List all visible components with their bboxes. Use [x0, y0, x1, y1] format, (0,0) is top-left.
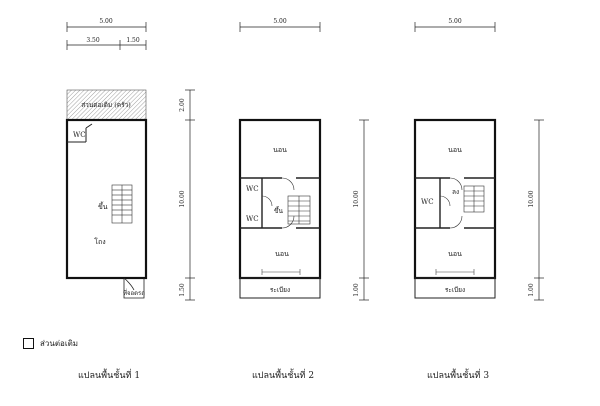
- plan3-window-mark: [435, 269, 475, 275]
- plan1-dim-extension-label: 2.00: [179, 98, 186, 112]
- plan3-wc-label: WC: [421, 198, 434, 206]
- plan2-window-mark: [261, 269, 301, 275]
- plan2-wc-top-label: WC: [246, 185, 259, 193]
- plan1-stair-label: ขึ้น: [98, 200, 108, 211]
- plan2-bedroom-top-label: นอน: [273, 146, 287, 154]
- plan1-dim-total: [66, 22, 147, 32]
- plan1-back-label: ที่จอดรถ: [123, 289, 145, 297]
- plan1-caption: แปลนพื้นชั้นที่ 1: [78, 371, 141, 381]
- plan1-extension-label: ส่วนต่อเติม (ครัว): [81, 101, 131, 109]
- plan3-caption: แปลนพื้นชั้นที่ 3: [427, 371, 490, 381]
- plan3-walls: [415, 177, 495, 229]
- plan2-walls: [240, 177, 320, 229]
- plan2-balcony: [239, 277, 321, 299]
- plan3-balcony: [414, 277, 496, 299]
- plan3-dim-bottom-label: 1.00: [528, 283, 535, 297]
- plan1-wc-walls: [67, 123, 93, 143]
- plan1-dim-right-label: 1.50: [126, 37, 140, 44]
- plan3-doors: [439, 177, 463, 229]
- plan2-stair-label: ขึ้น: [274, 206, 283, 215]
- plan2-balcony-label: ระเบียง: [270, 286, 290, 294]
- plan3-dim-top: [414, 22, 496, 32]
- plan3-dim-vertical: [534, 119, 544, 301]
- plan3-dim-main-label: 10.00: [528, 190, 535, 207]
- plan1-back-area: [123, 277, 145, 299]
- legend: ส่วนต่อเติม: [23, 336, 78, 350]
- plan2-dim-top-label: 5.00: [273, 18, 287, 25]
- plan3-stair-label: ลง: [452, 188, 459, 196]
- plan3-stair: [463, 185, 485, 213]
- plan2-dim-vertical: [359, 119, 369, 301]
- plan1-dim-split: [66, 40, 147, 50]
- plan2-doors: [261, 177, 295, 229]
- plan1-hall-label: โถง: [94, 237, 105, 246]
- plan1-dim-bottom-label: 1.50: [179, 283, 186, 297]
- plan1-wc-label: WC: [73, 131, 86, 139]
- plan1-dim-vertical: [185, 89, 195, 301]
- plan-2: 5.00 นอน WC WC ขึ้น นอน: [238, 18, 369, 301]
- legend-label: ส่วนต่อเติม: [40, 338, 79, 348]
- plan2-caption: แปลนพื้นชั้นที่ 2: [252, 371, 315, 381]
- plan2-dim-top: [239, 22, 321, 32]
- legend-swatch: [23, 337, 34, 349]
- plan2-bedroom-bottom-label: นอน: [275, 250, 289, 258]
- plan-1: 5.00 3.50 1.50 ส่วนต่อเติม (ครัว) WC: [65, 18, 195, 301]
- plan2-wc-bottom-label: WC: [246, 215, 259, 223]
- plan2-dim-bottom-label: 1.00: [353, 283, 360, 297]
- plan2-dim-main-label: 10.00: [353, 190, 360, 207]
- plan1-outline: [65, 118, 148, 280]
- plan3-balcony-label: ระเบียง: [445, 286, 465, 294]
- plan3-dim-top-label: 5.00: [448, 18, 462, 25]
- plan1-dim-left-label: 3.50: [86, 37, 100, 44]
- plan2-stair: [287, 195, 311, 225]
- plan-3: 5.00 นอน WC ลง นอน ระเบียง: [413, 18, 544, 301]
- plan1-dim-total-label: 5.00: [99, 18, 113, 25]
- plan3-bedroom-top-label: นอน: [448, 146, 462, 154]
- plan1-stair: [111, 184, 133, 224]
- plan3-bedroom-bottom-label: นอน: [448, 250, 462, 258]
- plan1-dim-main-label: 10.00: [179, 190, 186, 207]
